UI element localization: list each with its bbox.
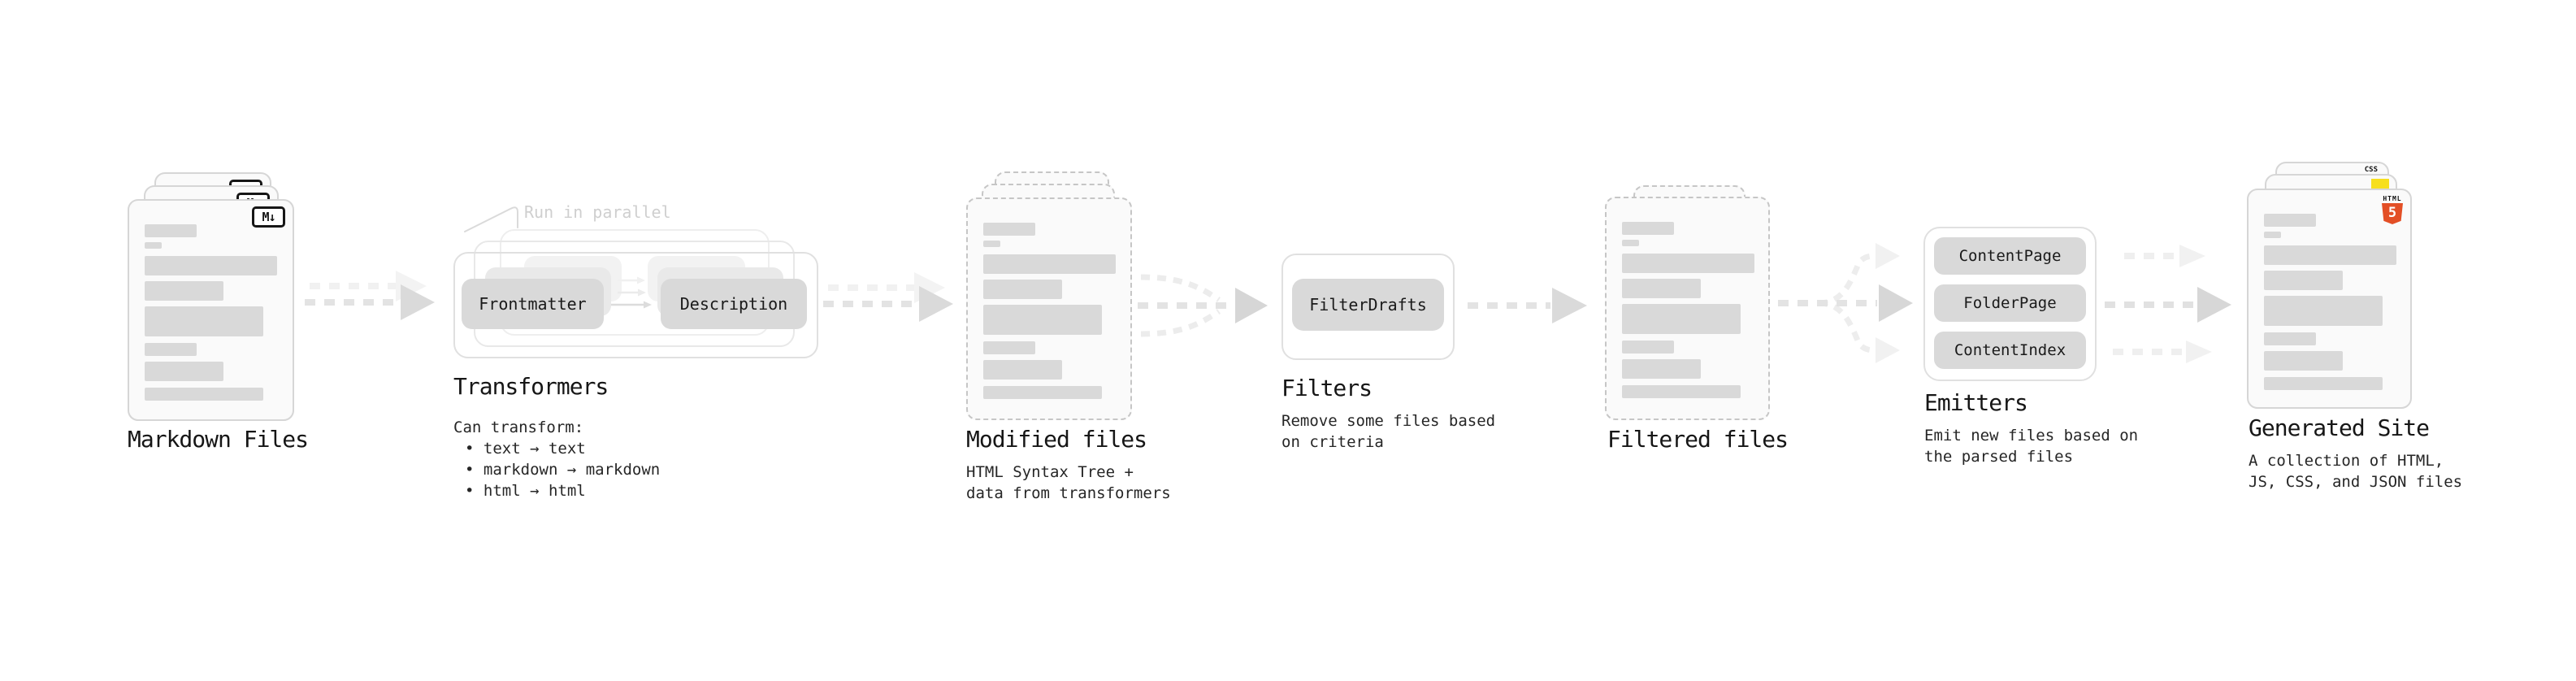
text-line-bar — [145, 306, 263, 336]
emitter-content-page-box: ContentPage — [1934, 237, 2086, 275]
html5-logo: HTML 5 — [2382, 195, 2403, 224]
text-line-bar — [983, 305, 1102, 335]
modified-files-title: Modified files — [966, 426, 1147, 453]
flow-arrow-modified-to-filters — [1138, 274, 1268, 337]
text-line-bar — [983, 223, 1035, 236]
transform-arrows-icon — [611, 276, 652, 309]
filters-subtitle: Remove some files based on criteria — [1281, 412, 1496, 451]
emitter-content-index-box: ContentIndex — [1934, 332, 2086, 369]
text-line-bar — [145, 343, 197, 356]
filtered-files-title: Filtered files — [1607, 426, 1789, 453]
markdown-files-title: Markdown Files — [128, 426, 309, 453]
bullet-item: • html → html — [465, 482, 586, 500]
text-line-bar — [2264, 351, 2343, 371]
text-line-bar — [145, 224, 197, 237]
text-line-bar — [145, 281, 223, 301]
bullet-item: • markdown → markdown — [465, 461, 661, 479]
emitter-folder-page-box: FolderPage — [1934, 284, 2086, 322]
js-logo-badge — [2371, 179, 2389, 191]
transformers-title: Transformers — [453, 373, 609, 400]
filters-title: Filters — [1281, 375, 1373, 401]
text-line-bar — [1622, 304, 1741, 334]
text-line-bar — [1622, 254, 1754, 273]
run-in-parallel-annotation: Run in parallel — [524, 202, 671, 222]
markdown-logo-icon: M↓ — [252, 206, 285, 228]
text-line-bar — [983, 360, 1062, 380]
flow-arrow-markdown-to-transformers — [305, 271, 435, 320]
transformers-heading: Can transform: — [453, 419, 584, 436]
generated-site-title: Generated Site — [2249, 414, 2430, 441]
emitters-title: Emitters — [1924, 389, 2028, 416]
text-line-bar — [145, 388, 263, 401]
text-line-bar — [2264, 296, 2383, 326]
text-line-bar — [2264, 245, 2396, 265]
text-line-bar — [2264, 271, 2343, 290]
text-line-bar — [983, 254, 1116, 274]
generated-html-file-card: HTML 5 — [2247, 189, 2412, 409]
modified-file-card-front — [966, 197, 1132, 420]
transformer-layer-frame-front — [453, 252, 818, 358]
text-line-bar — [983, 280, 1062, 299]
filtered-file-card-front — [1605, 197, 1770, 420]
text-line-bar — [2264, 332, 2316, 345]
transformer-frontmatter-box: Frontmatter — [462, 279, 604, 329]
flow-arrow-emitters-to-site — [2105, 245, 2231, 363]
filter-drafts-box: FilterDrafts — [1292, 279, 1444, 331]
text-line-bar — [2264, 377, 2383, 390]
emitters-subtitle: Emit new files based on the parsed files — [1924, 427, 2139, 466]
text-line-bar — [2264, 232, 2281, 238]
flow-arrow-filters-to-filtered — [1468, 288, 1587, 323]
text-line-bar — [1622, 340, 1674, 354]
text-line-bar — [145, 256, 277, 275]
text-line-bar — [1622, 279, 1701, 298]
bullet-item: • text → text — [465, 440, 586, 458]
text-line-bar — [145, 242, 162, 249]
text-line-bar — [1622, 240, 1639, 246]
text-line-bar — [983, 386, 1102, 399]
html5-logo-word: HTML — [2383, 195, 2402, 202]
generated-site-subtitle: A collection of HTML, JS, CSS, and JSON … — [2249, 452, 2463, 491]
doc-text-placeholder — [1622, 222, 1754, 398]
doc-text-placeholder — [145, 224, 277, 401]
modified-files-subtitle: HTML Syntax Tree + data from transformer… — [966, 463, 1171, 502]
doc-text-placeholder — [2264, 214, 2396, 390]
text-line-bar — [145, 362, 223, 381]
annotation-connector-line — [464, 206, 518, 232]
transformers-bullet-list: • text → text • markdown → markdown • ht… — [453, 438, 660, 501]
text-line-bar — [1622, 359, 1701, 379]
flow-arrow-filtered-to-emitters — [1778, 243, 1913, 363]
html5-shield: 5 — [2382, 203, 2403, 224]
transformer-description-box: Description — [661, 279, 807, 329]
text-line-bar — [2264, 214, 2316, 227]
text-line-bar — [983, 241, 1000, 247]
text-line-bar — [1622, 385, 1741, 398]
flow-arrow-transformers-to-modified — [823, 272, 953, 322]
text-line-bar — [983, 341, 1035, 354]
doc-text-placeholder — [983, 223, 1116, 399]
markdown-file-card-front: M↓ — [128, 199, 294, 421]
text-line-bar — [1622, 222, 1674, 235]
